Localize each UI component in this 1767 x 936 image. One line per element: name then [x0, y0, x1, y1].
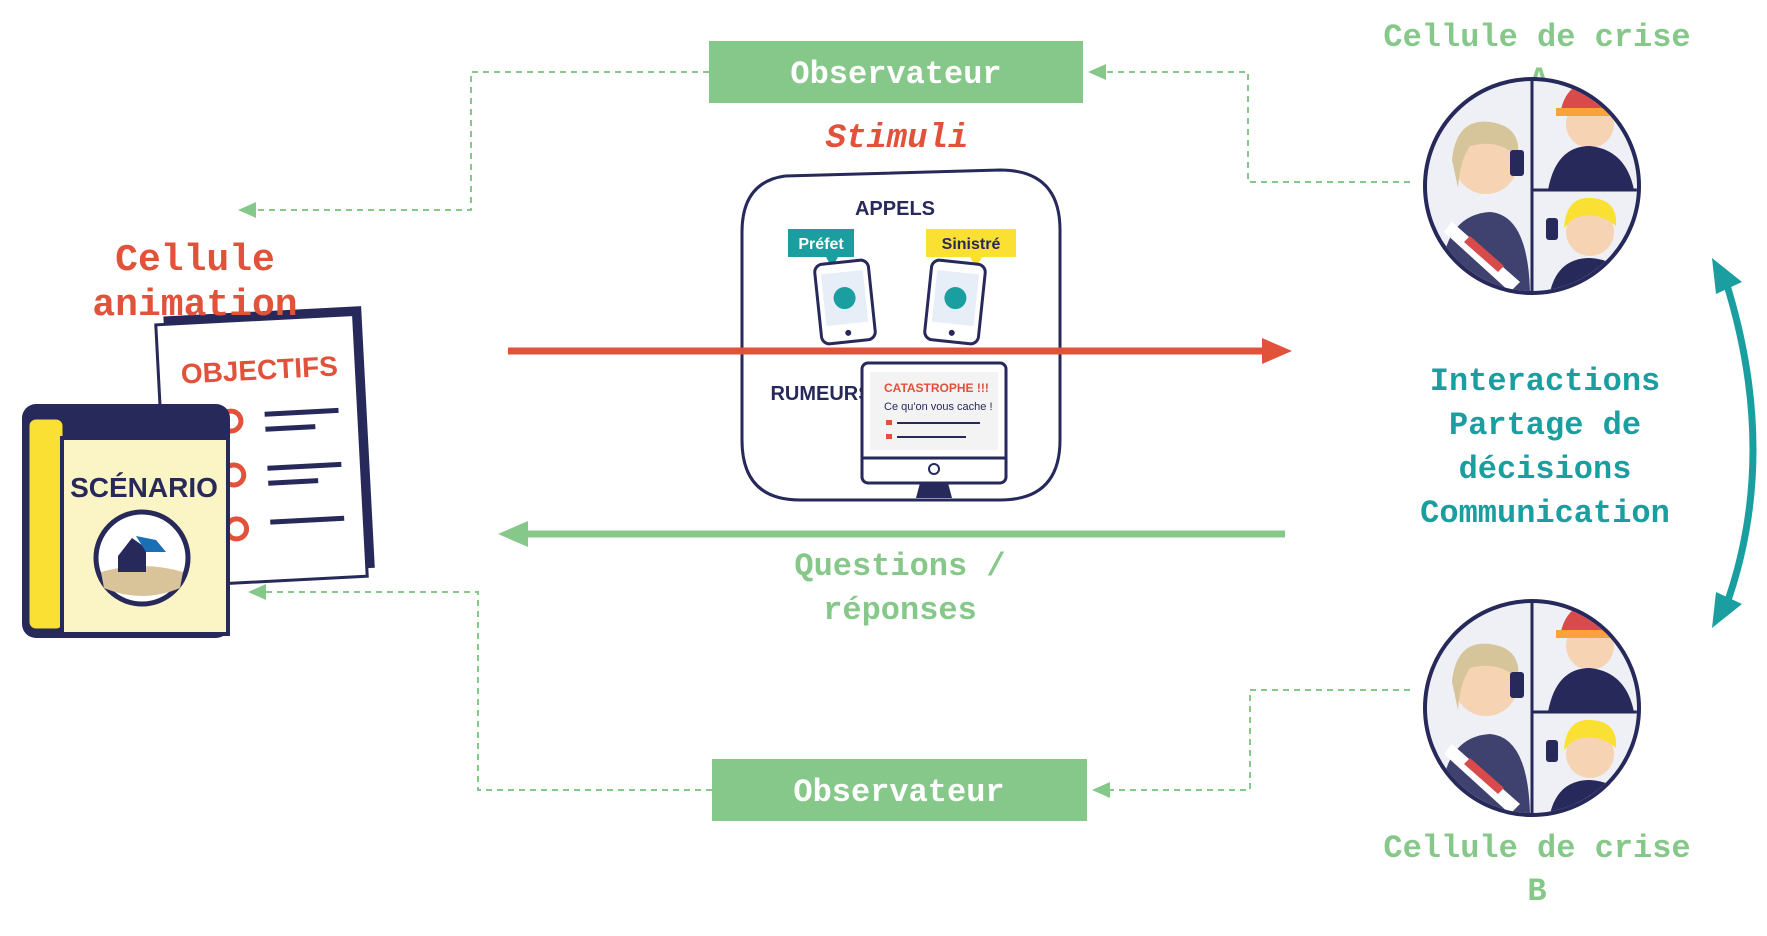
stimuli-label: Stimuli: [826, 120, 969, 158]
observer-to-animation-connector: [238, 71, 709, 218]
stimuli-frame: [740, 168, 1062, 502]
observer-bottom-to-animation-connector: [248, 584, 712, 791]
interactions-line2: Partage de: [1449, 407, 1641, 444]
interactions-line4: Communication: [1420, 495, 1670, 532]
rumeurs-label: RUMEURS: [770, 383, 871, 405]
interactions-line3: décisions: [1459, 451, 1632, 488]
phone-icon: [923, 258, 987, 346]
crise-b-title-line1: Cellule de crise: [1383, 830, 1690, 867]
questions-label-line1: Questions /: [794, 548, 1005, 585]
observer-bottom-label: Observateur: [793, 774, 1004, 811]
questions-arrow: [498, 521, 1285, 547]
catastrophe-text: CATASTROPHE !!!: [884, 381, 989, 395]
observer-top-label: Observateur: [790, 56, 1001, 93]
scenario-label: SCÉNARIO: [70, 472, 218, 503]
appels-label: APPELS: [855, 198, 935, 220]
cache-text: Ce qu'on vous cache !: [884, 401, 993, 413]
interaction-double-arrow: [1712, 258, 1757, 628]
stimuli-arrow: [508, 338, 1292, 364]
phone-icon: [813, 258, 877, 346]
sinistre-label: Sinistré: [942, 236, 1001, 253]
crisis-team-illustration: [1423, 599, 1641, 817]
monitor-icon: CATASTROPHE !!! Ce qu'on vous cache !: [860, 361, 1008, 498]
observer-bottom-box: Observateur: [712, 759, 1087, 821]
questions-label-line2: réponses: [823, 592, 977, 629]
interactions-line1: Interactions: [1430, 363, 1660, 400]
criseA-to-observer-connector: [1088, 64, 1410, 183]
cellule-animation-title-line1: Cellule: [115, 239, 275, 282]
crise-a-title-line1: Cellule de crise: [1383, 19, 1690, 56]
book-icon: SCÉNARIO: [22, 404, 230, 638]
cellule-animation-title-line2: animation: [92, 284, 297, 327]
prefet-call: Préfet: [788, 229, 877, 346]
sinistre-call: Sinistré: [923, 229, 1016, 346]
criseB-to-observer-connector: [1092, 689, 1410, 798]
crisis-team-illustration: [1423, 77, 1641, 295]
prefet-label: Préfet: [798, 236, 844, 253]
observer-top-box: Observateur: [709, 41, 1083, 103]
crise-b-title-line2: B: [1527, 873, 1546, 910]
